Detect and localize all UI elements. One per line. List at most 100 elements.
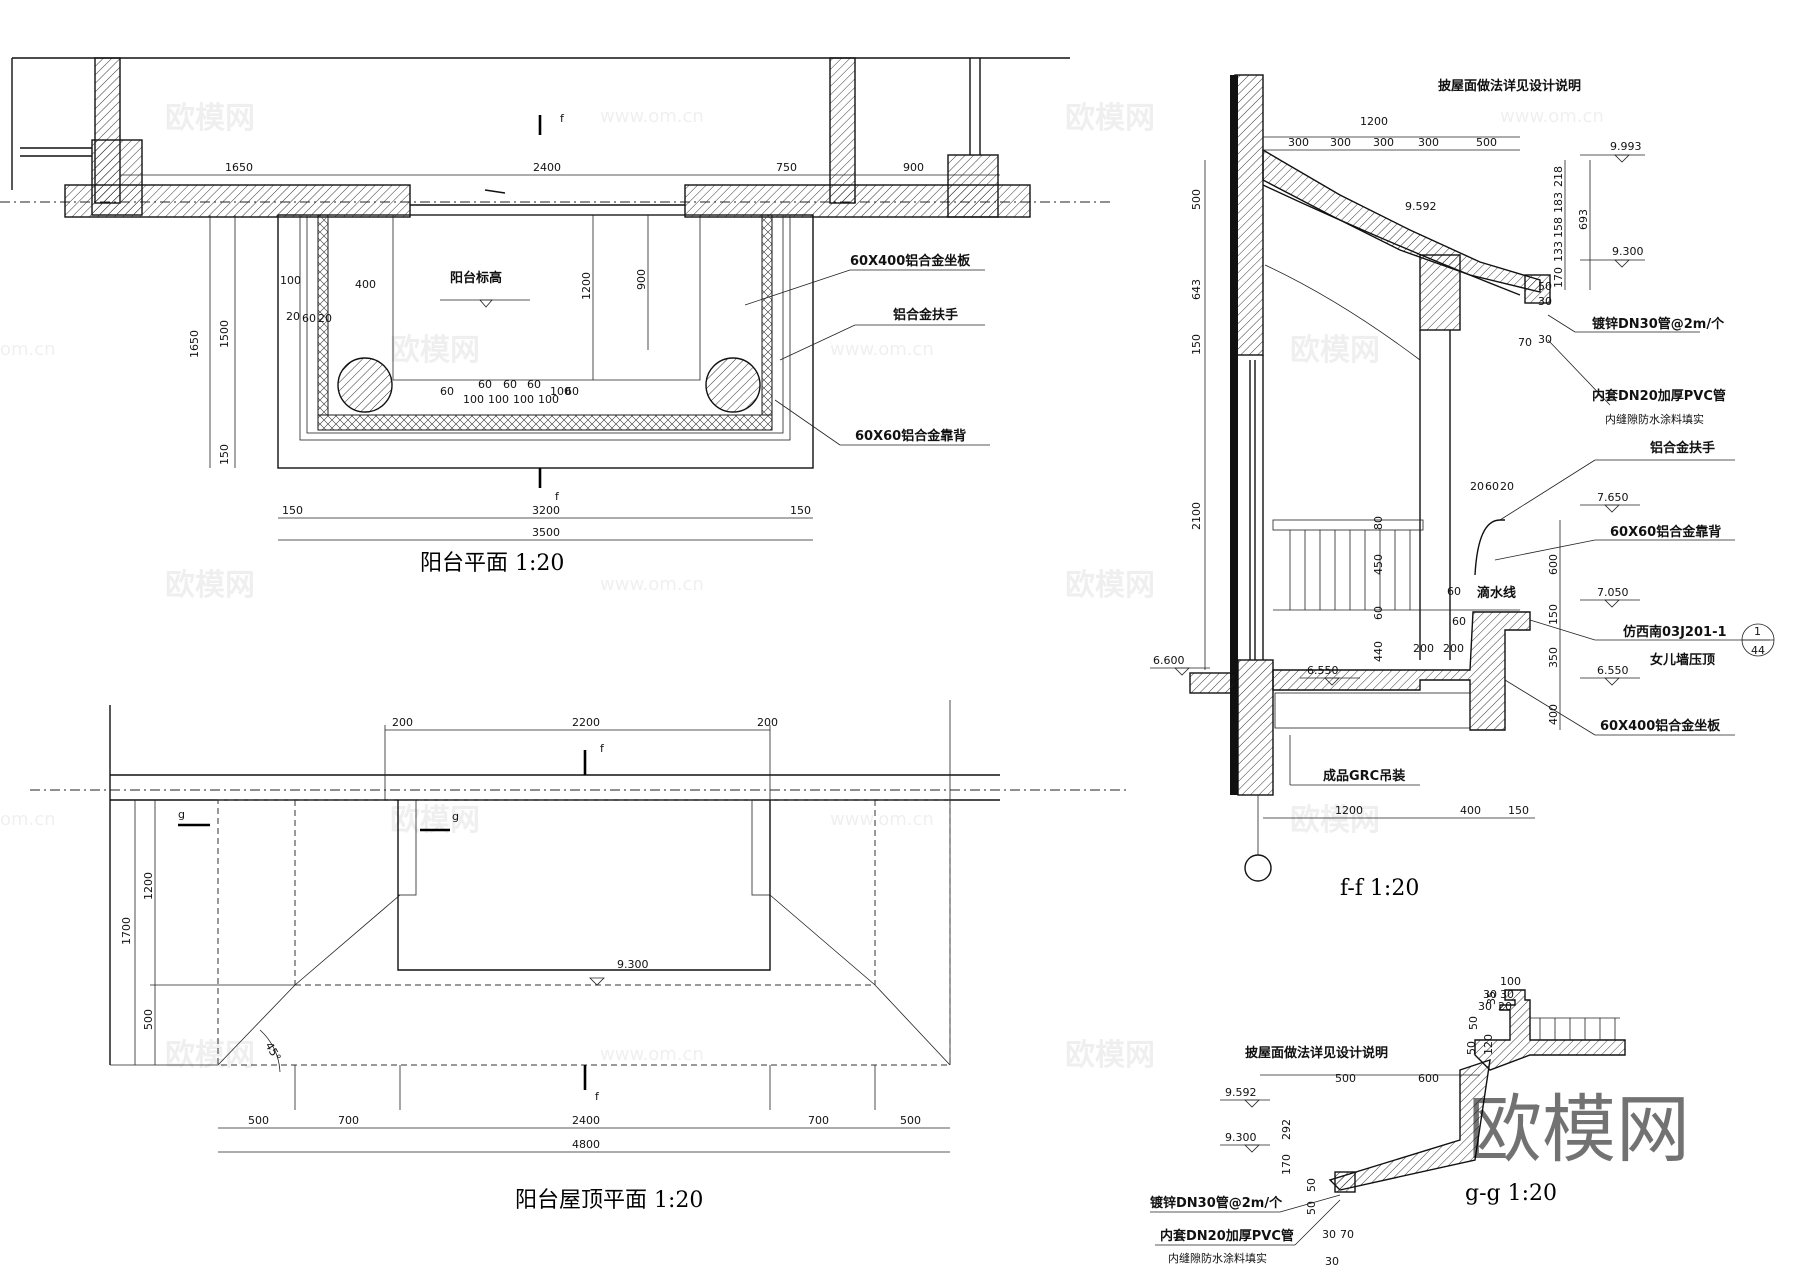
section-ff: 1200 300 300 300 300 500 披屋面做法详见设计说明 9.9… <box>1150 74 1775 901</box>
dim-label: 20 <box>1498 1000 1512 1013</box>
section-gg-title: g-g 1:20 <box>1465 1181 1557 1206</box>
dim-label: 100 <box>463 393 484 406</box>
balusters <box>1289 530 1411 610</box>
callout-grc: 成品GRC吊装 <box>1323 768 1405 784</box>
dim-label: 30 <box>1478 1000 1492 1013</box>
section-mark-f: f <box>560 112 565 125</box>
detail-ref-sheet: 44 <box>1751 644 1765 657</box>
dim-label: 400 <box>1547 704 1560 725</box>
dim-label: 60 <box>1447 585 1461 598</box>
watermark-text: 欧模网 <box>390 803 480 838</box>
dim-label: 500 <box>248 1114 269 1127</box>
watermarks: 欧模网 www.om.cn 欧模网 www.om.cn 欧模网 om.cn ww… <box>0 101 1604 1073</box>
watermark-url: www.om.cn <box>830 339 934 360</box>
dim-label: 60 <box>527 378 541 391</box>
watermark-text: 欧模网 <box>1065 1038 1155 1073</box>
baluster-dims: 60 60 60 60 100 100 100 100 100 60 <box>440 378 579 406</box>
dim-label: 300 <box>1330 136 1351 149</box>
dim-label: 158 <box>1552 217 1565 238</box>
dim-label: 1650 <box>188 330 201 358</box>
callout-pipe: 镀锌DN30管@2m/个 <box>1592 316 1725 332</box>
elevation-label: 9.592 <box>1405 200 1437 213</box>
elevation-label: 9.993 <box>1610 140 1642 153</box>
watermark-text: 欧模网 <box>1290 803 1380 838</box>
section-mark-g: g <box>178 808 185 821</box>
dim-label: 1700 <box>120 917 133 945</box>
section-mark-f: f <box>600 742 605 755</box>
dim-label: 70 <box>1340 1228 1354 1241</box>
balcony-plan: f f 1650 2400 750 900 1650 1500 150 100 … <box>0 57 1110 576</box>
dim-label: 1200 <box>1335 804 1363 817</box>
watermark-text: 欧模网 <box>1065 568 1155 603</box>
dim-label: 133 <box>1552 241 1565 262</box>
dim-label: 3200 <box>532 504 560 517</box>
watermark-text: 欧模网 <box>390 333 480 368</box>
plan-title: 阳台平面 1:20 <box>420 551 564 576</box>
dim-label: 30 <box>1538 333 1552 346</box>
section-gg: 披屋面做法详见设计说明 500 600 9.592 9.300 292 170 … <box>1150 975 1626 1268</box>
dim-label: 200 <box>1413 642 1434 655</box>
dim-label: 900 <box>903 161 924 174</box>
dim-label: 50 <box>1538 280 1552 293</box>
section-mark-f: f <box>555 490 560 503</box>
dim-label: 50 <box>1465 1041 1478 1055</box>
dim-label: 2400 <box>533 161 561 174</box>
callout-seat: 60X400铝合金坐板 <box>1600 718 1721 734</box>
dim-label: 1200 <box>1360 115 1388 128</box>
dim-label: 100 <box>280 274 301 287</box>
callout-coping: 女儿墙压顶 <box>1650 652 1715 668</box>
dim-label: 2100 <box>1190 502 1203 530</box>
elevation-label: 9.300 <box>1612 245 1644 258</box>
dim-label: 500 <box>900 1114 921 1127</box>
dim-label: 500 <box>1476 136 1497 149</box>
callout-pvc: 内套DN20加厚PVC管 <box>1592 388 1726 404</box>
dim-label: 30 <box>1538 295 1552 308</box>
elevation-label: 6.600 <box>1153 654 1185 667</box>
angle-label: 45° <box>262 1040 283 1063</box>
callout-sealant: 内缝隙防水涂料填实 <box>1605 412 1704 426</box>
dim-label: 300 <box>1373 136 1394 149</box>
dim-label: 400 <box>355 278 376 291</box>
dim-label: 200 <box>1443 642 1464 655</box>
dim-label: 100 <box>513 393 534 406</box>
watermark-url: om.cn <box>0 809 56 830</box>
elevation-label: 9.300 <box>617 958 649 971</box>
dim-label: 600 <box>1418 1072 1439 1085</box>
dim-label: 693 <box>1577 209 1590 230</box>
dim-label: 20 <box>286 310 300 323</box>
dim-label: 100 <box>1500 975 1521 988</box>
dim-label: 300 <box>1418 136 1439 149</box>
dim-label: 30 <box>1325 1255 1339 1268</box>
dim-label: 100 <box>538 393 559 406</box>
dim-label: 2200 <box>572 716 600 729</box>
dim-label: 292 <box>1280 1119 1293 1140</box>
dim-label: 20 <box>1470 480 1484 493</box>
dim-label: 60 <box>503 378 517 391</box>
watermark-url: www.om.cn <box>830 809 934 830</box>
elevation-label: 9.592 <box>1225 1086 1257 1099</box>
dim-label: 30 <box>1500 988 1514 1001</box>
watermark-url: www.om.cn <box>600 574 704 595</box>
dim-label: 218 <box>1552 166 1565 187</box>
dim-label: 170 <box>1280 1154 1293 1175</box>
dim-label: 643 <box>1190 279 1203 300</box>
right-dims: 9.993 9.592 9.300 218 183 158 133 170 69… <box>1405 140 1645 290</box>
dim-label: 450 <box>1372 554 1385 575</box>
callout-drip: 滴水线 <box>1477 585 1516 601</box>
dim-label: 20 <box>318 312 332 325</box>
watermark-text: 欧模网 <box>165 101 255 136</box>
dim-label: 1650 <box>225 161 253 174</box>
dim-label: 350 <box>1547 647 1560 668</box>
callout-handrail: 铝合金扶手 <box>1650 440 1715 456</box>
level-label: 阳台标高 <box>450 270 502 286</box>
dim-label: 150 <box>1190 334 1203 355</box>
dim-label: 300 <box>1288 136 1309 149</box>
dim-label: 30 <box>1483 988 1497 1001</box>
watermark-url: www.om.cn <box>600 1044 704 1065</box>
callout-seat: 60X400铝合金坐板 <box>850 253 971 269</box>
dim-label: 4800 <box>572 1138 600 1151</box>
dim-label: 100 <box>550 385 571 398</box>
dim-label: 80 <box>1372 516 1385 530</box>
roof-note: 披屋面做法详见设计说明 <box>1438 78 1581 94</box>
dim-label: 60 <box>1485 480 1499 493</box>
